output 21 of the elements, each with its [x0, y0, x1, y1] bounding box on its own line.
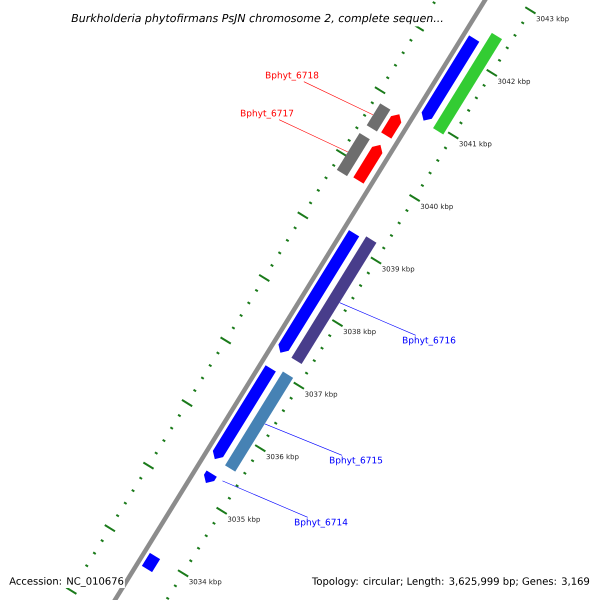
gene-bar [366, 103, 390, 132]
title: Burkholderia phytofirmans PsJN chromosome 2, complete sequen... [69, 12, 446, 26]
leader-line [264, 424, 342, 456]
gene-bar [422, 35, 480, 121]
leader-line [278, 119, 348, 152]
leader-line [222, 480, 308, 518]
gene-label: Bphyt_6715 [330, 456, 382, 466]
gene-bar [204, 470, 217, 483]
topology-text: Topology: circular; Length: 3,625,999 bp; Genes: 3,169 [310, 576, 591, 588]
gene-bar [278, 230, 360, 353]
gene-bar [142, 552, 160, 572]
gene-bar [381, 114, 402, 139]
gene-label: Bphyt_6716 [402, 336, 456, 346]
gene-bar [291, 236, 376, 364]
gene-bar [336, 132, 370, 176]
accession-text: Accession: NC_010676 [8, 576, 125, 588]
gene-label: Bphyt_6717 [240, 110, 294, 118]
gene-label: Bphyt_6718 [266, 72, 318, 80]
leader-line [304, 81, 374, 116]
gene-label: Bphyt_6714 [294, 518, 348, 528]
gene-bar [353, 144, 382, 184]
